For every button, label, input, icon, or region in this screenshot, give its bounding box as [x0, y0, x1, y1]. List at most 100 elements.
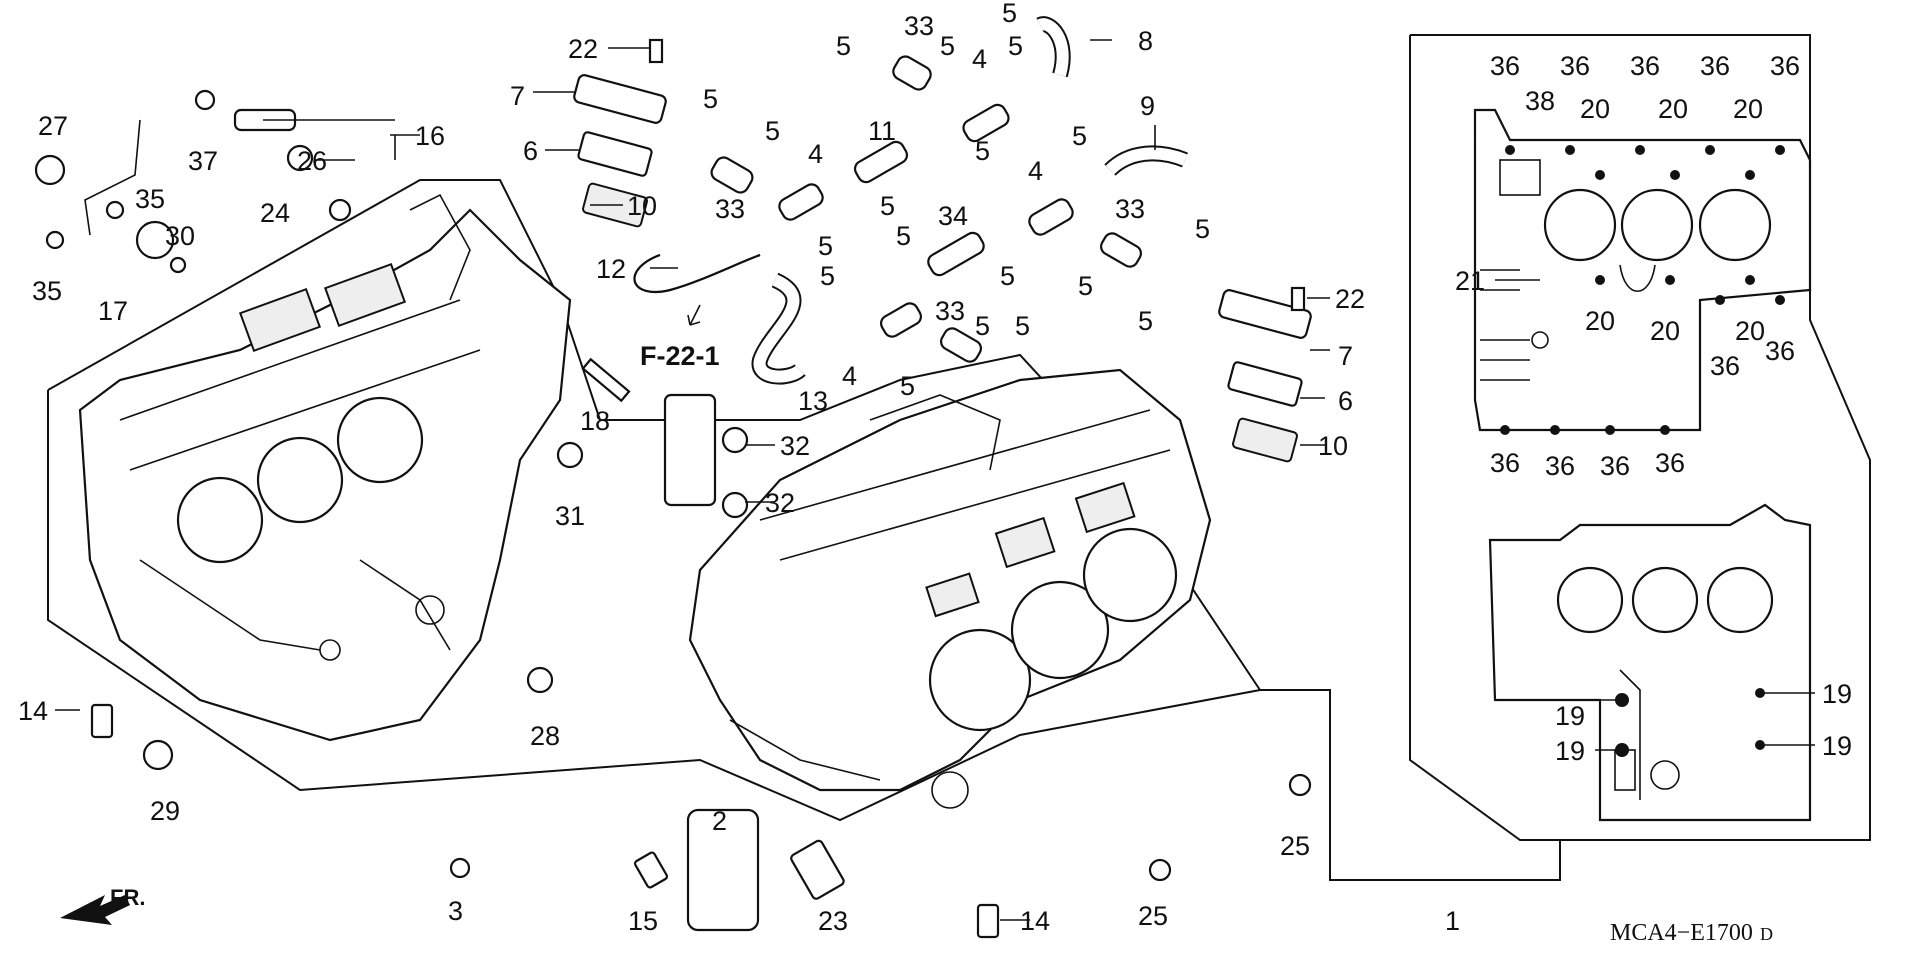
- callout-5: 5: [880, 191, 895, 221]
- callout-5: 5: [818, 231, 833, 261]
- callout-32: 32: [765, 488, 795, 518]
- callout-25: 25: [1280, 831, 1310, 861]
- callout-10: 10: [1318, 431, 1348, 461]
- callout-1: 1: [1445, 906, 1460, 936]
- callout-36: 36: [1700, 51, 1730, 81]
- callout-5: 5: [1195, 214, 1210, 244]
- front-direction-label: FR.: [110, 885, 145, 910]
- callout-5: 5: [1072, 121, 1087, 151]
- callout-27: 27: [38, 111, 68, 141]
- callout-32: 32: [780, 431, 810, 461]
- callout-34: 34: [938, 201, 968, 231]
- callout-20: 20: [1658, 94, 1688, 124]
- callout-33: 33: [904, 11, 934, 41]
- callout-5: 5: [975, 311, 990, 341]
- diagram-code: MCA4−E1700: [1610, 920, 1753, 946]
- callout-20: 20: [1650, 316, 1680, 346]
- callout-18: 18: [580, 406, 610, 436]
- callout-5: 5: [900, 371, 915, 401]
- callout-5: 5: [1138, 306, 1153, 336]
- callout-21: 21: [1455, 266, 1485, 296]
- callout-4: 4: [972, 44, 987, 74]
- reference-arrow-icon: [687, 304, 701, 326]
- callout-14: 14: [18, 696, 48, 726]
- callout-20: 20: [1735, 316, 1765, 346]
- callout-5: 5: [975, 136, 990, 166]
- callout-6: 6: [523, 136, 538, 166]
- callout-5: 5: [1000, 261, 1015, 291]
- callout-19: 19: [1822, 679, 1852, 709]
- callout-36: 36: [1490, 51, 1520, 81]
- callout-5: 5: [703, 84, 718, 114]
- callout-30: 30: [165, 221, 195, 251]
- callout-16: 16: [415, 121, 445, 151]
- callout-20: 20: [1585, 306, 1615, 336]
- callout-36: 36: [1560, 51, 1590, 81]
- callout-8: 8: [1138, 26, 1153, 56]
- callout-3: 3: [448, 896, 463, 926]
- callout-4: 4: [1028, 156, 1043, 186]
- callout-33: 33: [935, 296, 965, 326]
- callout-20: 20: [1733, 94, 1763, 124]
- figure-reference: F-22-1: [640, 341, 720, 371]
- callout-22: 22: [568, 34, 598, 64]
- callout-36: 36: [1765, 336, 1795, 366]
- bolt-location-dots: [1500, 145, 1785, 757]
- callout-26: 26: [297, 146, 327, 176]
- callout-4: 4: [808, 139, 823, 169]
- callout-23: 23: [818, 906, 848, 936]
- upper-gasket-template: [1473, 108, 1812, 432]
- callout-5: 5: [896, 221, 911, 251]
- callout-7: 7: [1338, 341, 1353, 371]
- callout-19: 19: [1555, 736, 1585, 766]
- callout-35: 35: [135, 184, 165, 214]
- callout-20: 20: [1580, 94, 1610, 124]
- callout-37: 37: [188, 146, 218, 176]
- upper-crankcase-half: [78, 193, 572, 742]
- callout-28: 28: [530, 721, 560, 751]
- callout-29: 29: [150, 796, 180, 826]
- callout-36: 36: [1630, 51, 1660, 81]
- callout-36: 36: [1655, 448, 1685, 478]
- callout-36: 36: [1770, 51, 1800, 81]
- front-arrow-icon: [60, 895, 130, 925]
- callout-12: 12: [596, 254, 626, 284]
- callout-36: 36: [1710, 351, 1740, 381]
- callout-19: 19: [1822, 731, 1852, 761]
- callout-31: 31: [555, 501, 585, 531]
- callout-5: 5: [1015, 311, 1030, 341]
- hoses-and-fittings: [633, 16, 1188, 385]
- diagram-code-suffix: D: [1760, 924, 1773, 944]
- callout-5: 5: [1078, 271, 1093, 301]
- callout-33: 33: [1115, 194, 1145, 224]
- callout-5: 5: [1008, 31, 1023, 61]
- callout-14: 14: [1020, 906, 1050, 936]
- small-hardware: [34, 38, 1312, 939]
- callout-labels: 1 2 3 4 4 4 4 5 5 5 5 5 5 5 5 5 5 5 5 5 …: [18, 0, 1852, 936]
- callout-7: 7: [510, 81, 525, 111]
- callout-33: 33: [715, 194, 745, 224]
- callout-2: 2: [712, 806, 727, 836]
- callout-11: 11: [868, 116, 896, 146]
- leader-lines: [55, 39, 1815, 921]
- lower-crankcase-half: [688, 368, 1212, 809]
- callout-5: 5: [940, 31, 955, 61]
- callout-24: 24: [260, 198, 290, 228]
- callout-36: 36: [1490, 448, 1520, 478]
- callout-35: 35: [32, 276, 62, 306]
- callout-19: 19: [1555, 701, 1585, 731]
- lower-gasket-template: [1488, 503, 1812, 822]
- callout-38: 38: [1525, 86, 1555, 116]
- callout-15: 15: [628, 906, 658, 936]
- callout-5: 5: [820, 261, 835, 291]
- front-direction-arrow: FR.: [60, 885, 145, 925]
- callout-17: 17: [98, 296, 128, 326]
- callout-9: 9: [1140, 91, 1155, 121]
- callout-36: 36: [1545, 451, 1575, 481]
- callout-22: 22: [1335, 284, 1365, 314]
- callout-4: 4: [842, 361, 857, 391]
- callout-13: 13: [798, 386, 828, 416]
- callout-5: 5: [836, 31, 851, 61]
- callout-6: 6: [1338, 386, 1353, 416]
